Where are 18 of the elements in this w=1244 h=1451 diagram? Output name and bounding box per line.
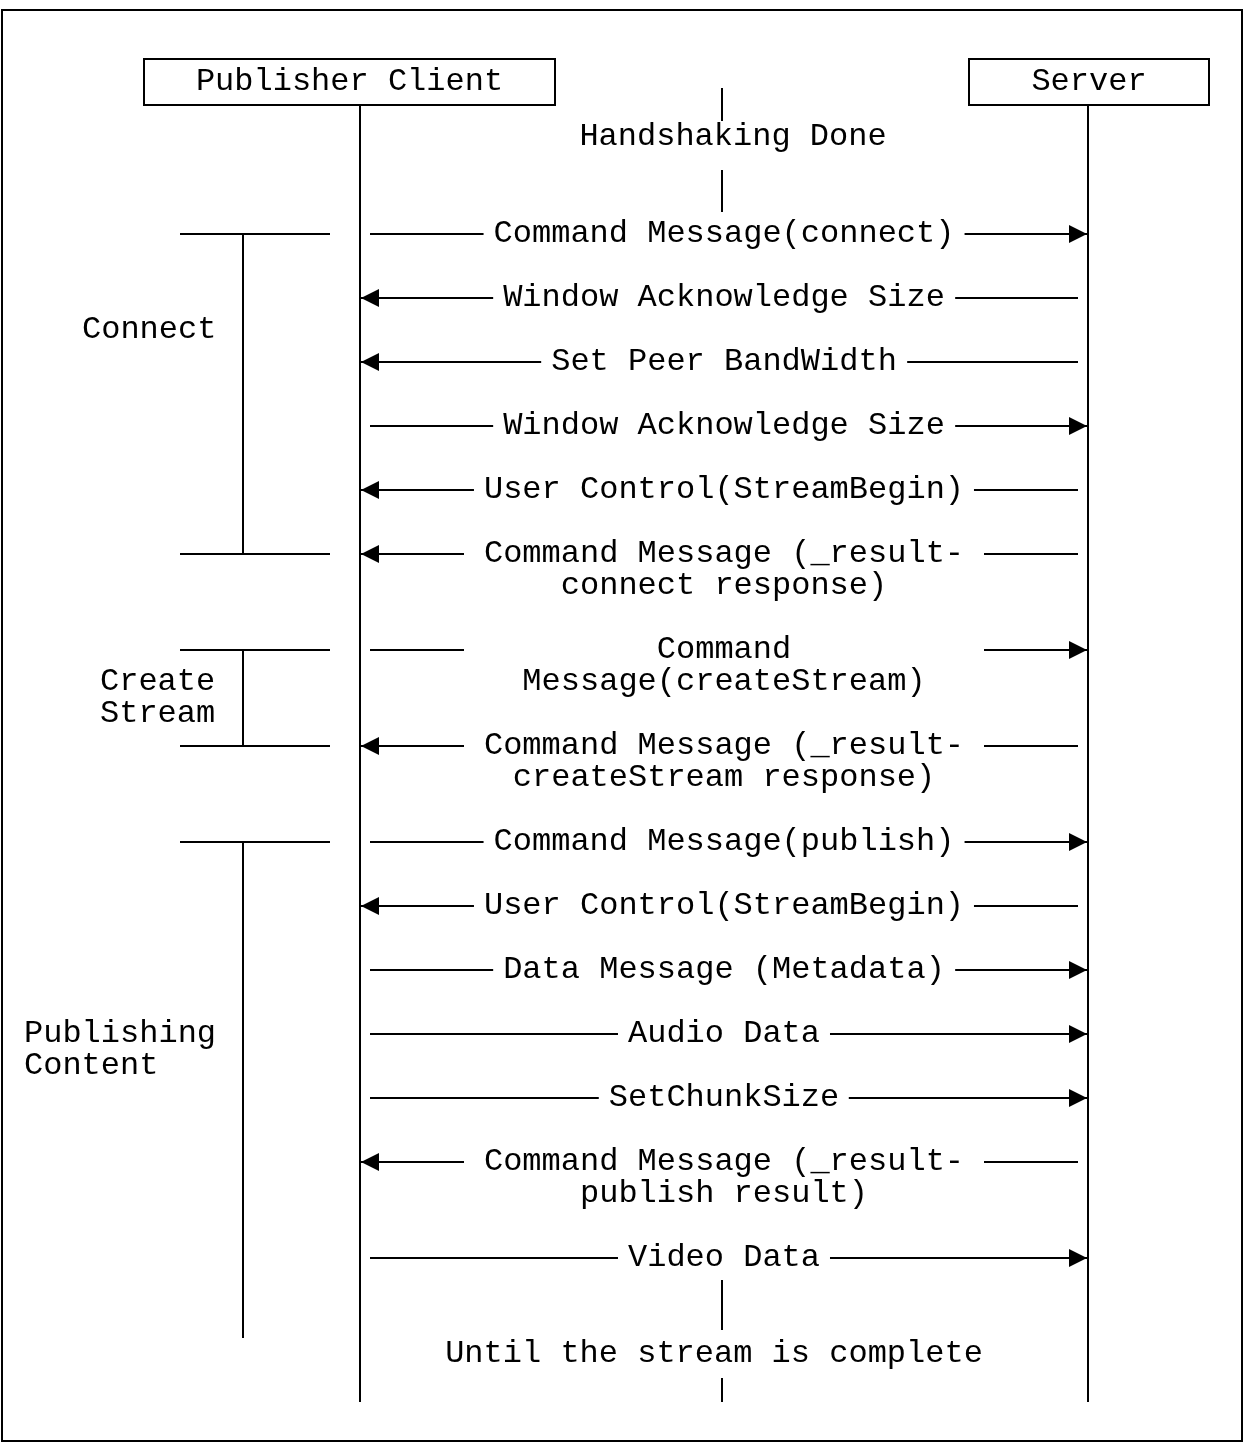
phase-label: Create Stream — [100, 666, 217, 730]
edge-label: User Control(StreamBegin) — [473, 890, 975, 922]
participant-box: Server — [968, 58, 1210, 106]
edge-label: User Control(StreamBegin) — [473, 474, 975, 506]
edge-label: Command Message (_result- createStream response) — [464, 730, 984, 794]
phase-label: Publishing Content — [24, 1018, 218, 1082]
edge-label: Command Message(createStream) — [464, 634, 984, 698]
edge-label: Command Message(connect) — [483, 218, 965, 250]
edge-label: Command Message(publish) — [483, 826, 965, 858]
edge-label: Data Message (Metadata) — [493, 954, 955, 986]
phase-label: Connect — [82, 314, 217, 346]
participant-box: Publisher Client — [143, 58, 556, 106]
edge-label: Window Acknowledge Size — [493, 282, 955, 314]
edge-label: Command Message (_result- publish result) — [464, 1146, 984, 1210]
note-text: Until the stream is complete — [445, 1338, 983, 1370]
edge-label: Window Acknowledge Size — [493, 410, 955, 442]
edge-label: Command Message (_result- connect response) — [464, 538, 984, 602]
note-text: Handshaking Done — [579, 121, 887, 153]
